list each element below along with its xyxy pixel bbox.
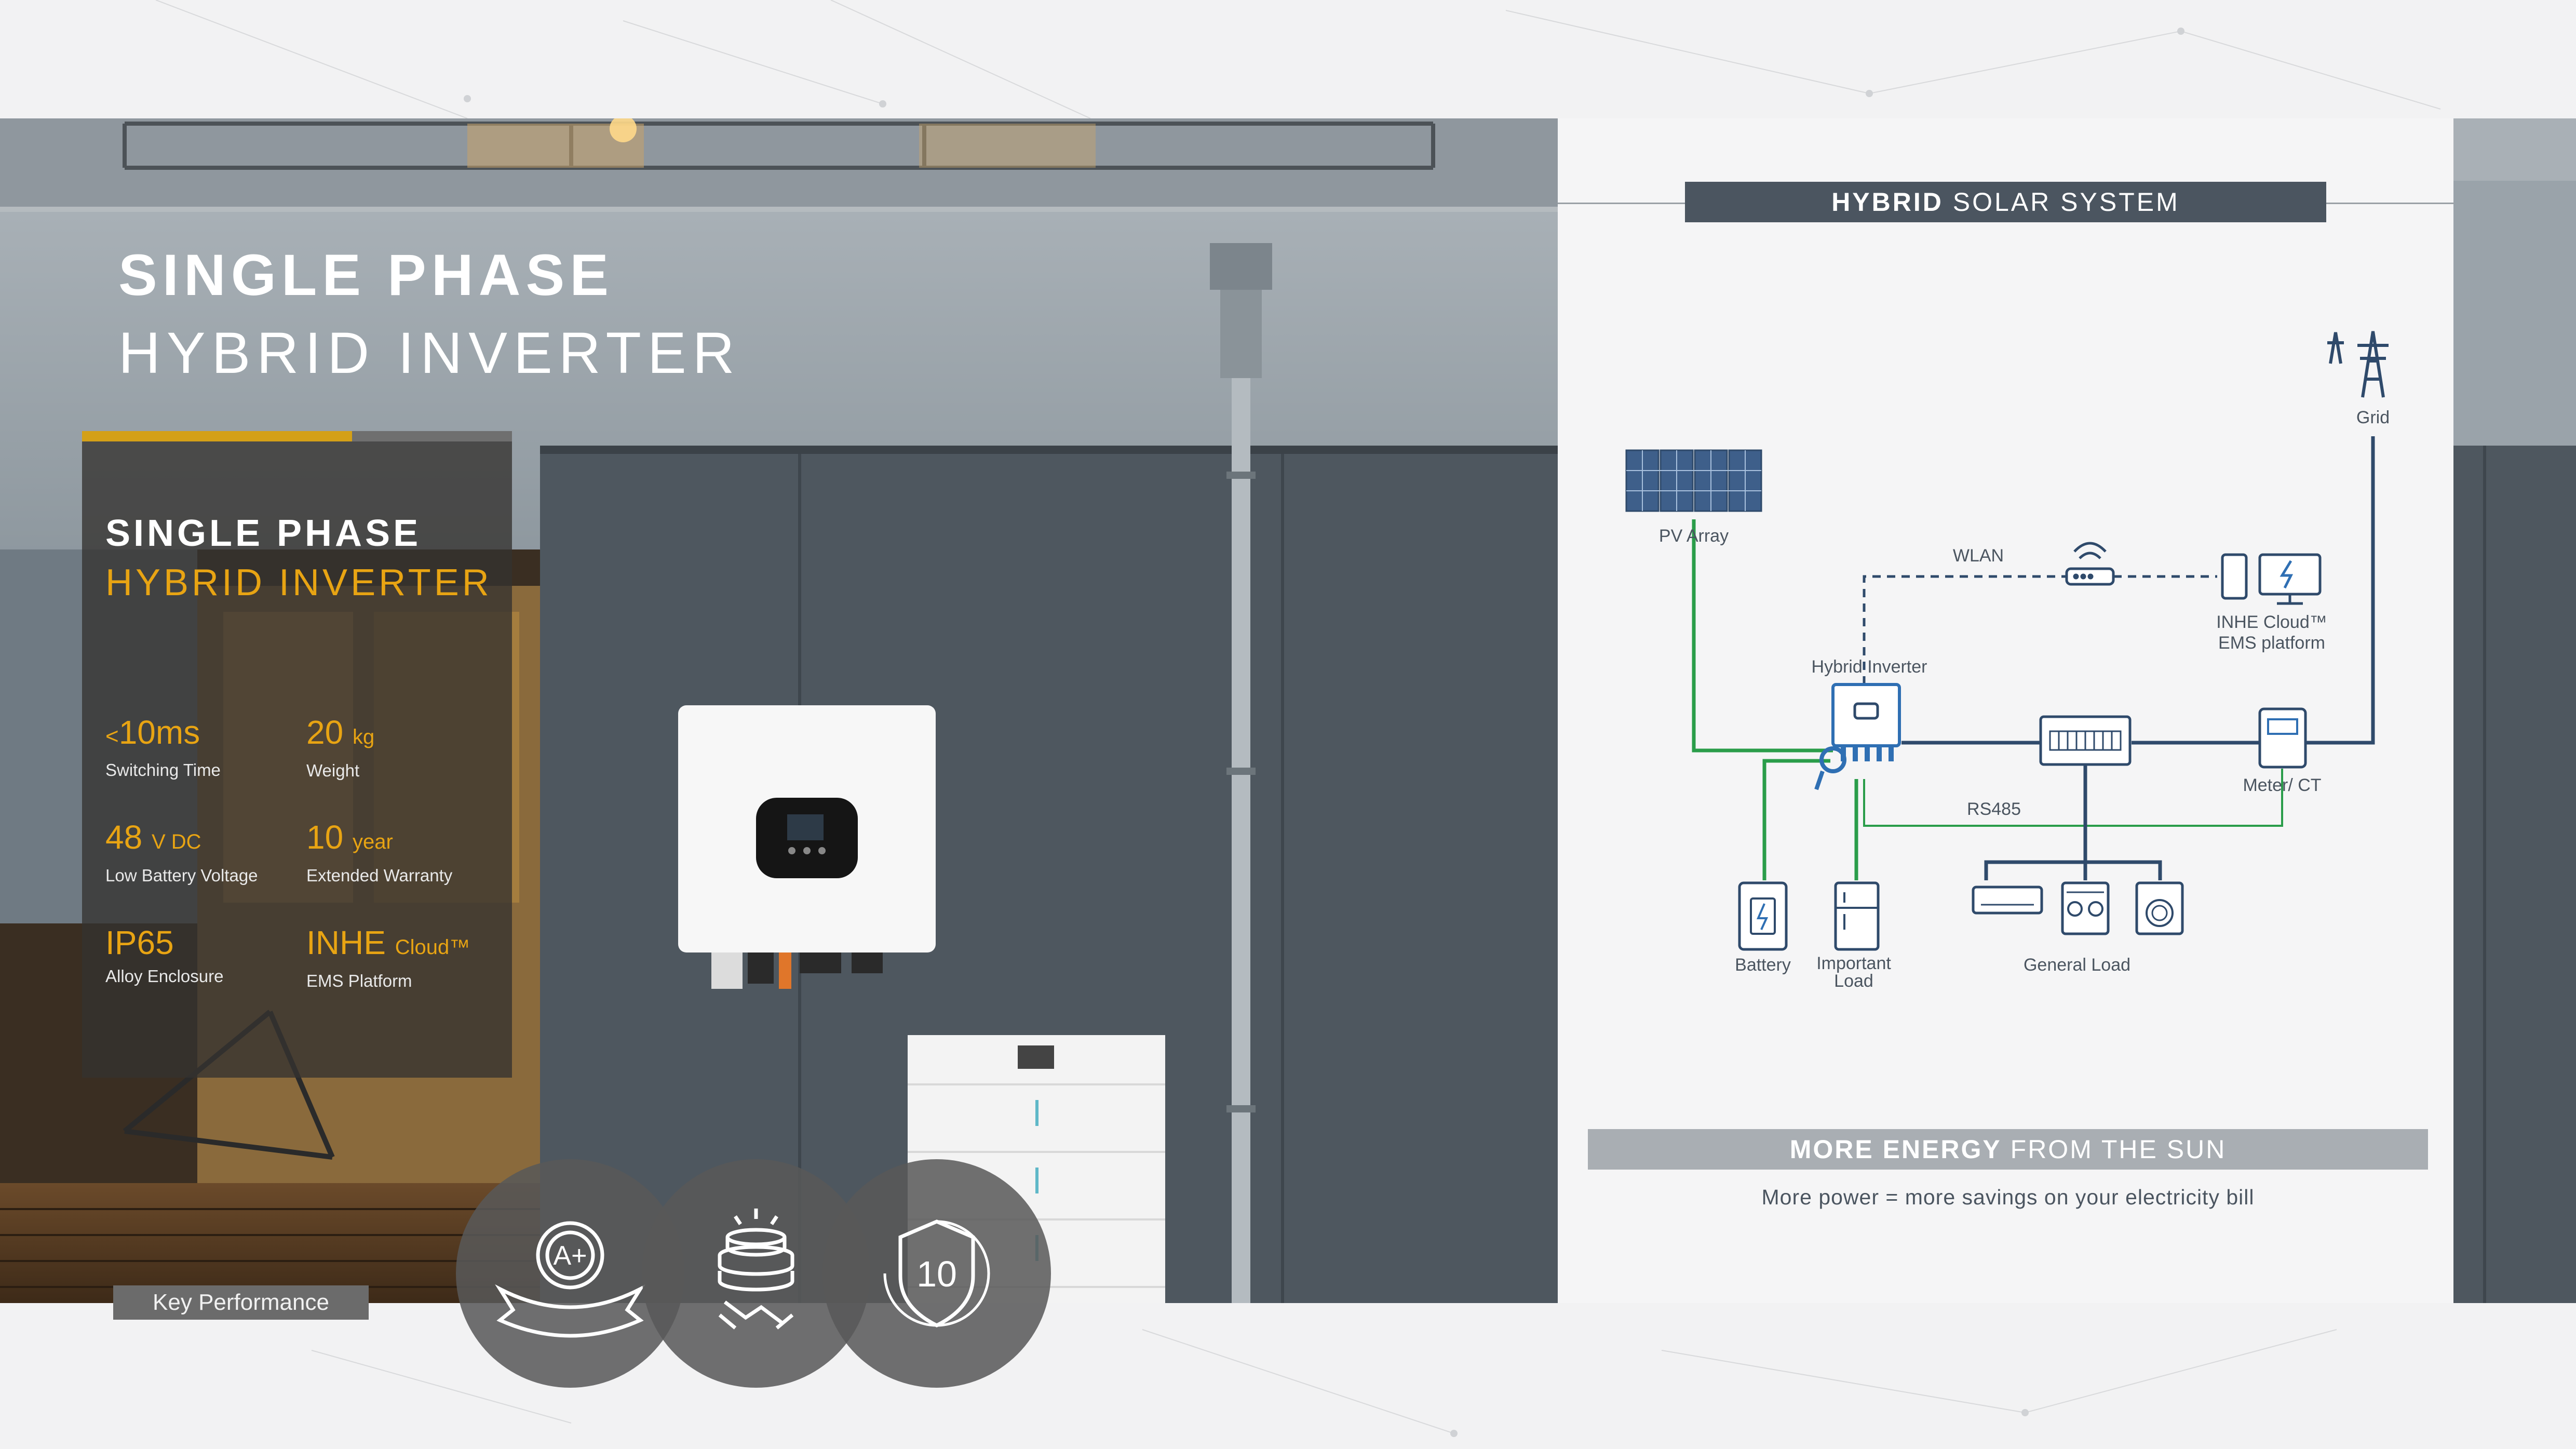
air-conditioner-icon xyxy=(1972,886,2043,915)
more-energy-rest: FROM THE SUN xyxy=(2001,1135,2227,1164)
cloud-platform-label: INHE Cloud™ EMS platform xyxy=(2196,612,2347,653)
more-energy-bold: MORE ENERGY xyxy=(1789,1135,2002,1164)
battery-icon xyxy=(1738,881,1788,951)
shield-warranty-icon: 10 xyxy=(883,1219,990,1327)
product-photo-panel: SINGLE PHASE HYBRID INVERTER SINGLE PHAS… xyxy=(0,118,1558,1303)
meter-ct-icon xyxy=(2258,707,2307,769)
spec-unit: V DC xyxy=(151,830,201,853)
spec-ems-platform: INHE Cloud™ EMS Platform xyxy=(306,922,504,994)
important-load-label: Important Load xyxy=(1802,955,1906,990)
spec-value: 10 xyxy=(306,819,344,856)
spec-value: IP65 xyxy=(105,924,174,961)
grid-label: Grid xyxy=(2356,408,2390,427)
grid-tower-icon xyxy=(2327,331,2389,398)
washing-machine-icon xyxy=(2135,881,2184,935)
spec-value: 48 xyxy=(105,819,143,856)
pv-array-label: PV Array xyxy=(1658,526,1729,546)
award-text: A+ xyxy=(553,1241,587,1271)
award-ribbon-icon: A+ xyxy=(495,1221,645,1338)
important-load-line2: Load xyxy=(1834,971,1873,991)
meter-to-grid-line xyxy=(2305,436,2375,745)
hybrid-inverter-icon xyxy=(1814,683,1901,790)
router-icon xyxy=(2065,542,2115,586)
diagram-header-rest: SOLAR SYSTEM xyxy=(1943,187,2180,217)
important-load-line1: Important xyxy=(1816,954,1891,973)
spec-panel: SINGLE PHASE HYBRID INVERTER <10ms Switc… xyxy=(82,431,512,1078)
stove-icon xyxy=(2061,881,2110,935)
cloud-label-line1: INHE Cloud™ xyxy=(2216,612,2327,632)
main-title: SINGLE PHASE HYBRID INVERTER xyxy=(118,236,741,392)
main-title-line1: SINGLE PHASE xyxy=(118,243,614,307)
spec-title: SINGLE PHASE HYBRID INVERTER xyxy=(105,509,492,608)
spec-unit: Cloud™ xyxy=(395,936,470,959)
right-photo-strip xyxy=(2453,118,2576,1303)
spec-value: 20 xyxy=(306,714,344,751)
key-performance-label: Key Performance xyxy=(113,1285,369,1320)
spec-label: Weight xyxy=(306,761,360,780)
spec-label: EMS Platform xyxy=(306,971,412,990)
pv-array-icon xyxy=(1625,449,1762,512)
diagram-header-bold: HYBRID xyxy=(1831,187,1944,217)
rs485-line xyxy=(1863,769,2283,827)
spec-title-line2: HYBRID INVERTER xyxy=(105,562,492,603)
more-energy-bar: MORE ENERGY FROM THE SUN xyxy=(1588,1129,2428,1170)
rs485-label: RS485 xyxy=(1967,799,2021,819)
spec-unit: year xyxy=(352,830,393,853)
wlan-label: WLAN xyxy=(1952,546,2004,566)
accent-bar-yellow xyxy=(82,431,352,441)
spec-value: INHE xyxy=(306,924,386,961)
spec-prefix: < xyxy=(105,723,119,749)
fridge-icon xyxy=(1834,881,1880,951)
badge-warranty: 10 xyxy=(822,1159,1051,1388)
general-load-label: General Load xyxy=(2023,955,2131,975)
hybrid-system-diagram xyxy=(1625,331,2389,951)
meter-label: Meter/ CT xyxy=(2243,775,2322,795)
spec-enclosure: IP65 Alloy Enclosure xyxy=(105,922,303,989)
spec-weight: 20 kg Weight xyxy=(306,712,504,784)
spec-label: Low Battery Voltage xyxy=(105,866,258,885)
spec-battery-voltage: 48 V DC Low Battery Voltage xyxy=(105,816,303,889)
diagram-header: HYBRID SOLAR SYSTEM xyxy=(1685,182,2326,222)
hybrid-inverter-label: Hybrid Inverter xyxy=(1811,657,1927,677)
badge-savings xyxy=(642,1159,870,1388)
coins-handshake-icon xyxy=(718,1209,794,1330)
spec-label: Switching Time xyxy=(105,760,221,780)
spec-title-line1: SINGLE PHASE xyxy=(105,513,422,554)
wlan-dashed-line xyxy=(1863,575,2217,685)
more-energy-subtitle: More power = more savings on your electr… xyxy=(1761,1185,2255,1209)
wall-strip-photo xyxy=(2453,118,2576,1303)
general-load-tree xyxy=(1984,763,2162,880)
distribution-board-icon xyxy=(2039,715,2132,766)
accent-bar-gray xyxy=(352,431,512,441)
cloud-label-line2: EMS platform xyxy=(2218,633,2325,653)
pv-connection-line xyxy=(1692,519,1833,753)
spec-label: Extended Warranty xyxy=(306,866,453,885)
spec-unit: kg xyxy=(352,726,375,748)
main-title-line2: HYBRID INVERTER xyxy=(118,320,741,385)
battery-connection-line xyxy=(1762,759,1830,880)
battery-label: Battery xyxy=(1735,955,1791,975)
warranty-years-text: 10 xyxy=(916,1254,957,1294)
cloud-devices-icon xyxy=(2221,553,2322,605)
spec-label: Alloy Enclosure xyxy=(105,967,224,986)
spec-switching-time: <10ms Switching Time xyxy=(105,712,303,783)
spec-value: 10ms xyxy=(118,714,200,751)
spec-warranty: 10 year Extended Warranty xyxy=(306,816,504,889)
